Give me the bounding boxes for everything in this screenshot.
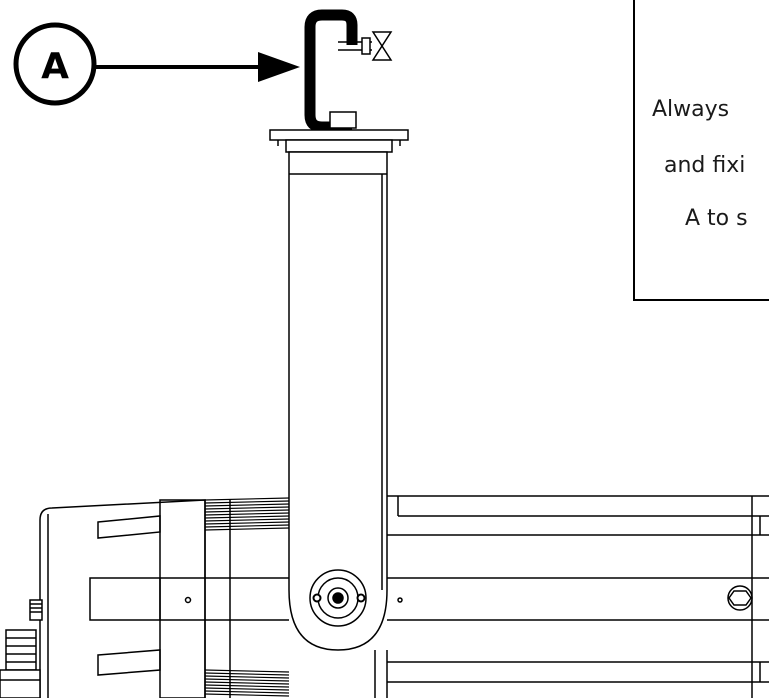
note-line-1: Always — [652, 97, 729, 122]
label-a: A — [13, 22, 97, 106]
note-box: Always and fixi A to s — [633, 0, 769, 301]
tilt-lock-knob — [309, 569, 367, 627]
note-line-3: A to s — [685, 206, 748, 231]
note-line-2: and fixi — [664, 153, 745, 178]
c-clamp-icon — [304, 9, 358, 133]
mounting-flange — [269, 129, 409, 153]
arrow-right-icon — [94, 52, 300, 82]
cable-gland-icon — [0, 629, 41, 698]
fixture-body — [0, 495, 769, 698]
hex-bolt-icon — [727, 585, 753, 611]
wing-screw-icon — [338, 31, 393, 61]
label-a-text: A — [41, 46, 69, 87]
yoke-arm — [288, 151, 388, 651]
